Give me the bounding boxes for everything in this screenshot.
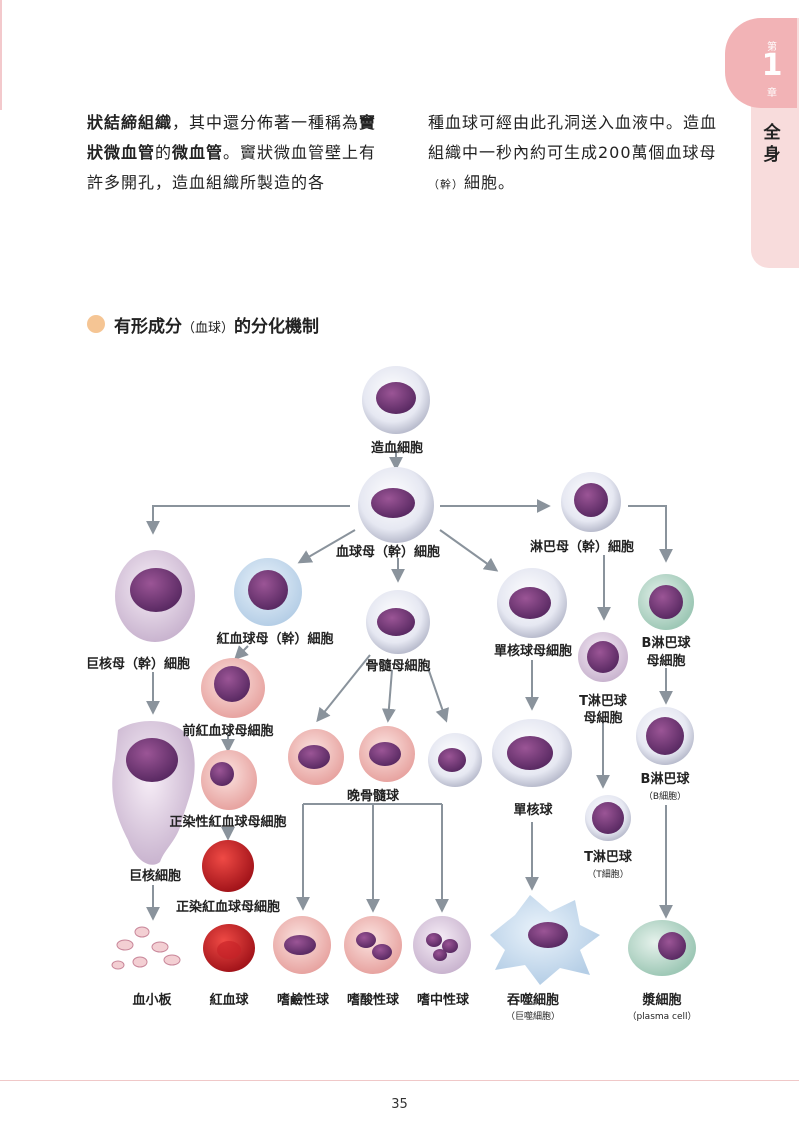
- page-number: 35: [391, 1097, 408, 1112]
- t-lymphoblast-cell: [578, 632, 628, 682]
- label-t-blast-b: 母細胞: [583, 710, 622, 726]
- label-b-lymph: B淋巴球: [641, 771, 691, 787]
- b-lymphoblast-cell: [638, 574, 694, 630]
- polychromatic-erythroblast-cell: [201, 750, 257, 810]
- label-t-blast-a: T淋巴球: [579, 693, 628, 709]
- eosinophil-cell: [344, 916, 402, 974]
- chapter-title: 全身: [763, 123, 781, 165]
- label-t-lymph: T淋巴球: [584, 849, 633, 865]
- label-eosinophil: 嗜酸性球: [347, 992, 400, 1008]
- t-lymphocyte-cell: [585, 795, 631, 841]
- neutrophil-cell: [413, 916, 471, 974]
- megakaryocyte-cell: [112, 721, 195, 865]
- monoblast-cell: [497, 568, 567, 638]
- label-neutrophil: 嗜中性球: [417, 992, 470, 1008]
- arrows: [146, 450, 673, 921]
- section-bullet: [87, 315, 105, 333]
- label-b-lymph-sub: （B細胞）: [644, 790, 686, 802]
- cells: [111, 366, 696, 985]
- megakaryoblast-cell: [115, 550, 195, 642]
- basophil-cell: [273, 916, 331, 974]
- b-lymphocyte-cell: [636, 707, 694, 765]
- red-blood-cell: [203, 924, 255, 972]
- label-hsc: 造血細胞: [371, 440, 423, 456]
- label-basophil: 嗜鹼性球: [277, 992, 330, 1008]
- section-title: 有形成分（血球）的分化機制: [114, 317, 320, 337]
- paragraph-right: 種血球可經由此孔洞送入血液中。造血組織中一秒內約可生成200萬個血球母（幹）細胞…: [428, 113, 718, 192]
- monocyte-cell: [492, 719, 572, 787]
- label-macrophage: 吞噬細胞: [507, 992, 559, 1008]
- label-proerythro: 前紅血球母細胞: [182, 723, 273, 739]
- orthochromatic-erythroblast-cell: [202, 840, 254, 892]
- chapter-label-bottom: 章: [767, 88, 777, 99]
- label-erythro-stem: 紅血球母（幹）細胞: [216, 631, 333, 647]
- label-normoblast: 正染性紅血球母細胞: [169, 814, 286, 830]
- label-mega-stem: 巨核母（幹）細胞: [86, 656, 190, 672]
- label-lymph-stem: 淋巴母（幹）細胞: [530, 539, 634, 555]
- label-megakaryocyte: 巨核細胞: [129, 868, 181, 884]
- label-metamyelo: 晚骨髓球: [347, 788, 400, 804]
- blood-stem-cell: [358, 467, 434, 543]
- margin-mark: [0, 0, 2, 110]
- erythroblast-stem-cell: [234, 558, 302, 626]
- label-b-blast-b: 母細胞: [646, 653, 685, 669]
- chapter-badge: [725, 18, 797, 108]
- label-monoblast: 單核球母細胞: [494, 643, 572, 659]
- lymph-stem-cell: [561, 472, 621, 532]
- paragraph-left: 狀結締組織，其中還分佈著一種稱為竇狀微血管的微血管。竇狀微血管壁上有許多開孔，造…: [87, 113, 377, 192]
- label-monocyte: 單核球: [513, 802, 553, 818]
- label-macrophage-sub: （巨噬細胞）: [506, 1010, 560, 1022]
- metamyelocyte-cell-1: [288, 729, 344, 785]
- label-rbc: 紅血球: [209, 992, 249, 1008]
- label-t-lymph-sub: （T細胞）: [587, 868, 629, 880]
- label-platelet: 血小板: [132, 992, 172, 1008]
- label-myeloblast: 骨髓母細胞: [365, 658, 430, 674]
- label-plasma: 漿細胞: [641, 992, 681, 1008]
- blood-cell-differentiation-diagram: 造血細胞 血球母（幹）細胞 淋巴母（幹）細胞 紅血球母（幹）細胞 巨核母（幹）細…: [86, 366, 697, 1022]
- metamyelocyte-cell-2: [359, 726, 415, 782]
- platelet-cells: [111, 926, 181, 970]
- footer-rule: [0, 1080, 799, 1081]
- macrophage-cell: [490, 895, 600, 985]
- label-normocyte: 正染紅血球母細胞: [176, 899, 280, 915]
- proerythroblast-cell: [201, 658, 265, 718]
- myeloblast-cell: [366, 590, 430, 654]
- hsc-cell: [362, 366, 430, 434]
- metamyelocyte-cell-3: [428, 733, 482, 787]
- label-plasma-sub: （plasma cell）: [627, 1011, 696, 1022]
- labels: 造血細胞 血球母（幹）細胞 淋巴母（幹）細胞 紅血球母（幹）細胞 巨核母（幹）細…: [86, 440, 697, 1022]
- plasma-cell: [628, 920, 696, 976]
- label-blood-stem: 血球母（幹）細胞: [336, 544, 440, 560]
- chapter-label-top: 第: [767, 42, 777, 53]
- label-b-blast-a: B淋巴球: [642, 635, 692, 651]
- chapter-number: 1: [761, 48, 783, 83]
